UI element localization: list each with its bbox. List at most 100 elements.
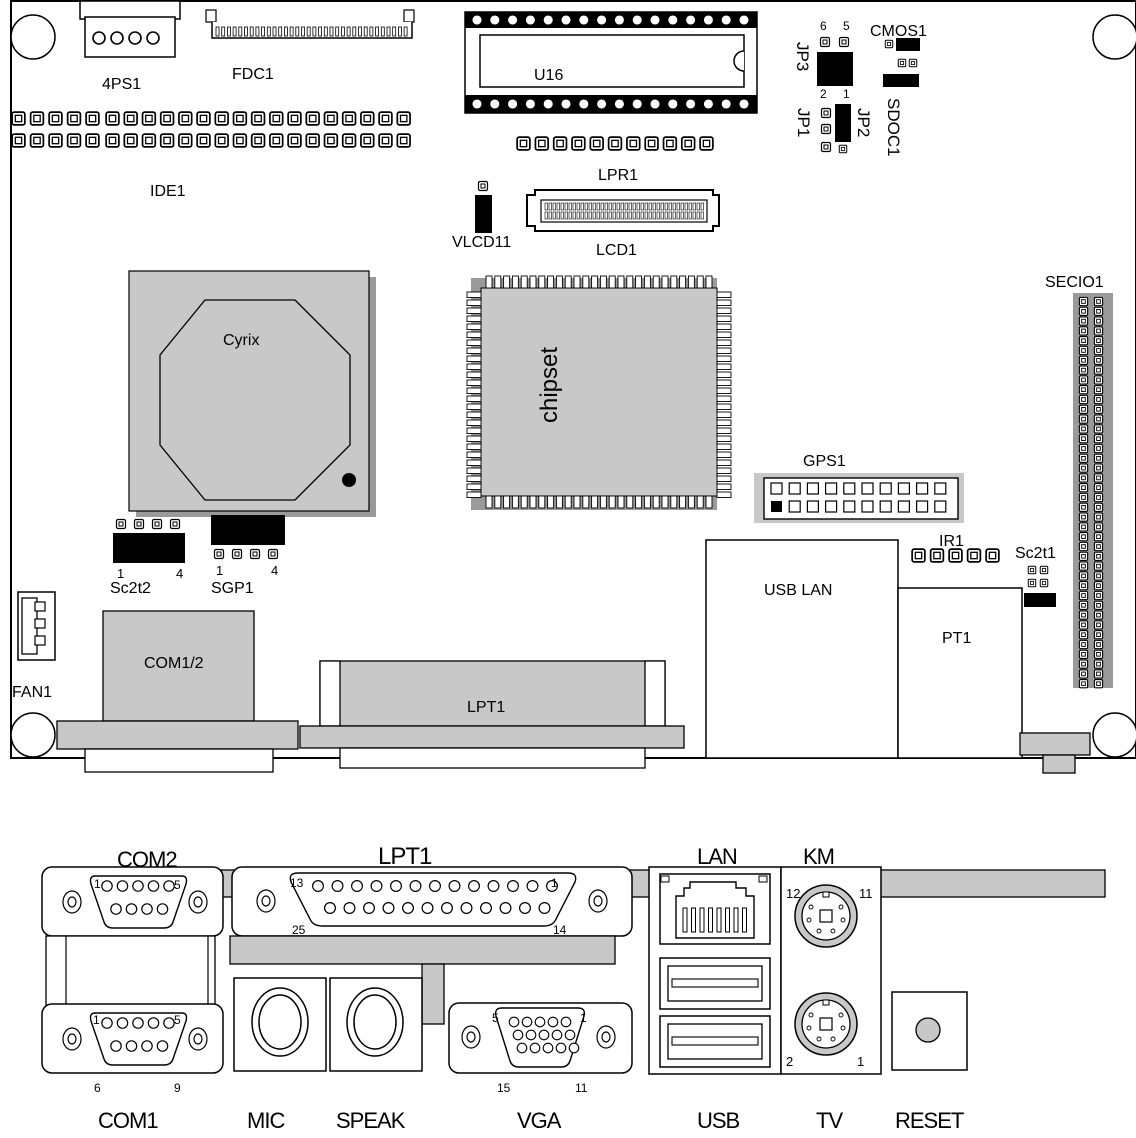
label-com1-pin-1: 1 [93, 1013, 100, 1027]
label-lan: LAN [697, 844, 737, 869]
vga-port [448, 1002, 633, 1074]
usb-port-top [659, 957, 771, 1010]
label-lpt1-panel: LPT1 [378, 843, 432, 870]
ps2-port-tv [794, 992, 858, 1056]
cyrix-cpu [128, 270, 376, 517]
label-ir1: IR1 [939, 533, 964, 550]
bottom-right-connector [1019, 732, 1091, 774]
secio-header [1073, 293, 1113, 689]
label-jp3-pin-5: 5 [843, 19, 850, 33]
label-vga-pin-1: 1 [580, 1011, 587, 1025]
label-jp2: JP2 [854, 108, 873, 137]
label-sgp1-pin-1: 1 [216, 563, 223, 578]
label-4ps1: 4PS1 [102, 76, 141, 93]
label-sc2t2-pin-1: 1 [117, 566, 124, 581]
label-lpt1-board: LPT1 [467, 699, 505, 716]
label-lpr1: LPR1 [598, 167, 638, 184]
label-lpt-pin-14: 14 [553, 923, 567, 937]
label-lcd1: LCD1 [596, 242, 637, 259]
label-km: KM [803, 844, 834, 869]
label-sc2t2: Sc2t2 [110, 580, 151, 597]
label-jp3: JP3 [793, 42, 812, 71]
label-fdc1: FDC1 [232, 66, 274, 83]
label-lpt-pin-1: 1 [551, 876, 558, 890]
gps-header [754, 473, 964, 523]
label-sgp1: SGP1 [211, 580, 254, 597]
label-km-pin-12: 12 [786, 886, 800, 901]
reset-button [891, 991, 968, 1071]
lan-port [659, 873, 771, 945]
mic-jack [233, 977, 327, 1072]
mounting-holes [10, 14, 1136, 758]
label-usb: USB [697, 1108, 740, 1133]
fdc-connector [205, 9, 415, 39]
com12-connector [56, 610, 299, 773]
label-com12: COM1/2 [144, 655, 204, 672]
u16-socket [464, 11, 758, 114]
pt1-block [897, 587, 1023, 759]
jumper-vlcd11 [475, 180, 492, 233]
label-pt1: PT1 [942, 630, 971, 647]
power-connector-4ps1 [79, 0, 181, 58]
label-u16: U16 [534, 67, 563, 84]
jumper-sc2t1 [1024, 565, 1056, 607]
label-fan1: FAN1 [12, 684, 52, 701]
jumper-jp3 [817, 36, 853, 86]
label-jp3-pin-6: 6 [820, 19, 827, 33]
label-chipset: chipset [536, 347, 563, 423]
label-tv: TV [816, 1108, 843, 1133]
jumper-jp1-jp2 [820, 104, 851, 154]
label-reset: RESET [895, 1108, 964, 1133]
label-gps1: GPS1 [803, 453, 846, 470]
lpt-stem [421, 963, 445, 1025]
jumper-sgp1 [211, 515, 285, 560]
label-com1-pin-6: 6 [94, 1081, 101, 1095]
label-ide1: IDE1 [150, 183, 186, 200]
label-tv-pin-1: 1 [857, 1054, 864, 1069]
label-jp3-pin-2: 2 [820, 87, 827, 101]
label-com2-pin-5: 5 [174, 878, 181, 892]
label-jp3-pin-1: 1 [843, 87, 850, 101]
label-tv-pin-2: 2 [786, 1054, 793, 1069]
speaker-jack [329, 977, 423, 1072]
label-sdoc1: SDOC1 [884, 98, 903, 157]
label-com1-pin-9: 9 [174, 1081, 181, 1095]
ir-header [911, 548, 1000, 563]
com1-port [41, 1003, 224, 1074]
lpt-board-connector [299, 660, 685, 769]
label-com2-pin-1: 1 [94, 877, 101, 891]
label-cyrix: Cyrix [223, 332, 259, 349]
usb-lan-block [705, 539, 899, 759]
jumper-cmos1 [883, 38, 920, 87]
label-cmos1: CMOS1 [870, 23, 927, 40]
label-vga: VGA [517, 1108, 562, 1133]
label-speak: SPEAK [336, 1108, 406, 1133]
ps2-port-keyboard-mouse [794, 884, 858, 948]
label-com1-pin-5: 5 [174, 1013, 181, 1027]
lcd-connector [526, 189, 720, 232]
usb-port-bottom [659, 1015, 771, 1068]
label-vga-pin-11: 11 [575, 1081, 588, 1095]
label-jp1: JP1 [794, 108, 813, 137]
com2-port [41, 866, 224, 937]
label-vlcd11: VLCD11 [452, 234, 511, 251]
label-sc2t1: Sc2t1 [1015, 545, 1056, 562]
label-mic: MIC [247, 1108, 285, 1133]
label-sc2t2-pin-4: 4 [176, 566, 183, 581]
label-lpt-pin-25: 25 [292, 923, 306, 937]
com-frame [45, 935, 216, 1013]
lpr-header [516, 136, 714, 151]
chipset [466, 275, 732, 510]
label-sgp1-pin-4: 4 [271, 563, 278, 578]
fan-connector [17, 591, 56, 661]
label-usb-lan: USB LAN [764, 582, 832, 599]
label-lpt-pin-13: 13 [290, 876, 304, 890]
label-vga-pin-15: 15 [497, 1081, 511, 1095]
jumper-sc2t2 [113, 518, 185, 563]
fdc-pins [215, 26, 408, 37]
lpt-frame [229, 935, 616, 965]
label-secio1: SECIO1 [1045, 274, 1104, 291]
lpt-port [231, 866, 633, 937]
label-km-pin-11: 11 [859, 886, 873, 901]
